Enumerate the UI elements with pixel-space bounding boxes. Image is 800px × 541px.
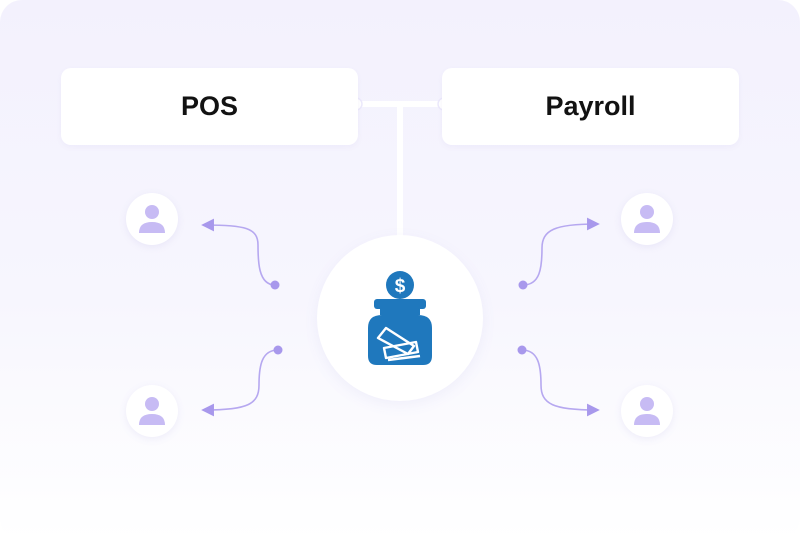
tip-jar-dollar-icon: $ — [368, 271, 432, 365]
system-connector — [349, 97, 451, 238]
user-icon — [139, 397, 165, 425]
arrow-bottom-left — [201, 349, 279, 417]
user-icon — [634, 397, 660, 425]
user-avatar-top-left — [126, 193, 178, 245]
arrow-top-right — [522, 217, 600, 286]
user-avatar-top-right — [621, 193, 673, 245]
pos-box: POS — [61, 68, 358, 145]
svg-text:$: $ — [395, 276, 406, 297]
distribution-arrows — [201, 217, 600, 417]
arrow-bottom-right — [521, 349, 600, 417]
arrow-origin-dots — [270, 280, 528, 355]
user-avatar-bottom-right — [621, 385, 673, 437]
payroll-label: Payroll — [545, 91, 636, 121]
user-icon — [634, 205, 660, 233]
payroll-box: Payroll — [442, 68, 739, 145]
pos-label: POS — [180, 91, 239, 121]
arrow-top-left — [201, 218, 276, 286]
tip-hub: $ — [317, 235, 483, 401]
user-icon — [139, 205, 165, 233]
user-avatar-bottom-left — [126, 385, 178, 437]
